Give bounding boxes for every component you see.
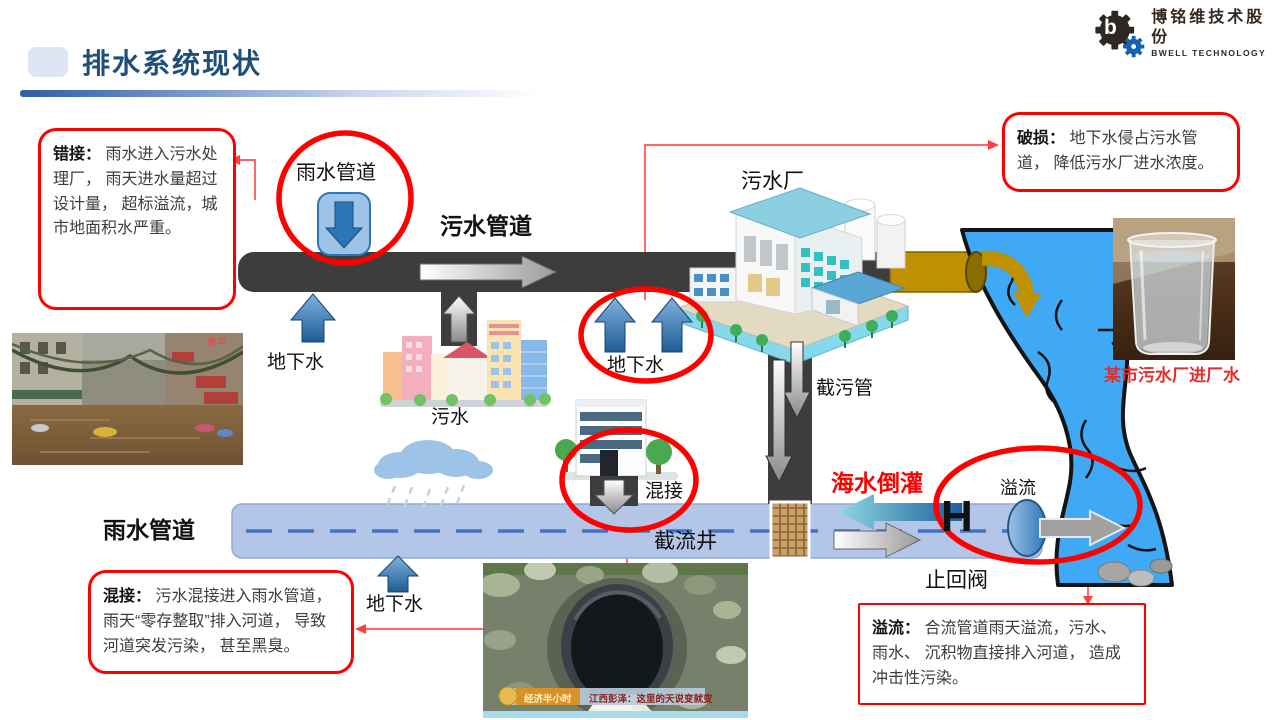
callout-text: 地下水侵占污水管道， 降低污水厂进水浓度。: [1017, 130, 1214, 172]
label-groundwater-middle: 地下水: [607, 355, 665, 376]
logo-subtitle: BWELL TECHNOLOGY: [1151, 48, 1267, 58]
callout-term: 混接：: [103, 588, 152, 605]
interceptor-well-grate: [769, 500, 811, 560]
label-rain-inlet: 雨水管道: [296, 162, 376, 184]
label-sewage-pipe: 污水管道: [440, 213, 532, 239]
tv-headline-label: 江西彭泽：这里的天说变就变: [589, 694, 713, 705]
callout-term: 破损：: [1017, 130, 1066, 147]
small-gear-icon: [1123, 36, 1145, 58]
right-arrow-icon: [419, 255, 558, 289]
page-title: 排水系统现状: [82, 48, 263, 79]
logo-letter: b: [1104, 16, 1117, 39]
rain-inlet: [317, 192, 371, 256]
river-rocks: [1097, 558, 1173, 587]
callout-text: 污水混接进入雨水管道， 雨天“零存整取”排入河道， 导致河道突发污染， 甚至黑臭…: [103, 588, 332, 655]
sewage-plant-illustration: [676, 187, 910, 365]
right-arrow-icon: [833, 522, 922, 558]
tv-logo-icon: [498, 686, 518, 706]
groundwater-up-arrow-icon: [376, 555, 420, 593]
company-logo: 博铭维技术股份 BWELL TECHNOLOGY: [1093, 8, 1280, 59]
callout-text: 雨水进入污水处理厂， 雨天进水量超过设计量， 超标溢流，城市地面积水严重。: [53, 146, 218, 238]
outfall-photo: [483, 563, 748, 718]
title-underline: [20, 90, 540, 97]
callout-term: 溢流：: [872, 620, 921, 637]
photo-watermark: 新华: [208, 337, 227, 347]
flood-photo: [12, 333, 243, 465]
gold-arrow-icon: [981, 250, 1035, 296]
groundwater-up-arrow-icon: [593, 297, 637, 353]
up-arrow-icon: [441, 295, 477, 343]
beaker-photo: [1113, 218, 1235, 360]
tv-program-chip: [516, 688, 580, 705]
label-overflow: 溢流: [1000, 478, 1036, 498]
label-seawater-backflow: 海水倒灌: [831, 470, 923, 496]
title-chip: [28, 47, 68, 77]
callout-term: 错接：: [53, 146, 102, 163]
highlight-circle-rain-inlet: [276, 130, 414, 266]
label-groundwater-left: 地下水: [267, 352, 325, 373]
groundwater-up-arrow-icon: [650, 297, 694, 353]
flood-debris: [31, 424, 233, 437]
label-rain-pipe: 雨水管道: [103, 517, 195, 543]
label-sewage-plant: 污水厂: [741, 170, 804, 193]
highlight-circle-groundwater: [578, 286, 714, 384]
logo-name: 博铭维技术股份: [1151, 9, 1266, 46]
down-arrow-icon: [765, 359, 793, 484]
office-building-illustration: [555, 399, 678, 506]
city-buildings-illustration: [380, 320, 551, 407]
red-highlight-circles: [276, 130, 1143, 565]
flow-arrows: [289, 255, 962, 593]
outfall-discharge: [965, 250, 1041, 318]
highlight-circle-mixed: [559, 427, 699, 533]
callout-mixed-connection: 混接： 污水混接进入雨水管道， 雨天“零存整取”排入河道， 导致河道突发污染， …: [88, 570, 354, 675]
label-check-valve-symbol: H: [941, 492, 973, 541]
rain-cloud-icon: [374, 440, 493, 511]
label-interceptor-well: 截流井: [654, 530, 717, 553]
label-interceptor-pipe: 截污管: [816, 378, 874, 399]
callout-wrong-connection: 错接： 雨水进入污水处理厂， 雨天进水量超过设计量， 超标溢流，城市地面积水严重…: [38, 128, 236, 310]
label-beaker-caption: 某市污水厂进厂水: [1104, 366, 1240, 385]
page-header: 排水系统现状: [28, 42, 262, 82]
overflow-right-arrow-icon: [1039, 509, 1127, 547]
mixed-connection-down-arrow-icon: [593, 479, 635, 515]
highlight-circle-overflow: [933, 445, 1143, 565]
tv-program-label: 经济半小时: [524, 694, 572, 705]
seawater-left-arrow-icon: [838, 494, 962, 530]
callout-damage: 破损： 地下水侵占污水管道， 降低污水厂进水浓度。: [1002, 112, 1240, 192]
label-groundwater-bottom: 地下水: [366, 594, 424, 615]
label-sewage: 污水: [431, 407, 470, 428]
gear-icon: [1095, 11, 1145, 58]
callout-overflow: 溢流： 合流管道雨天溢流，污水、 雨水、 沉积物直接排入河道， 造成冲击性污染。: [858, 603, 1146, 706]
groundwater-up-arrow-icon: [289, 293, 337, 343]
label-mixed-connection: 混接: [645, 481, 684, 502]
callout-text: 合流管道雨天溢流，污水、 雨水、 沉积物直接排入河道， 造成冲击性污染。: [872, 620, 1121, 687]
label-check-valve: 止回阀: [925, 569, 988, 592]
down-arrow-icon: [324, 201, 364, 249]
